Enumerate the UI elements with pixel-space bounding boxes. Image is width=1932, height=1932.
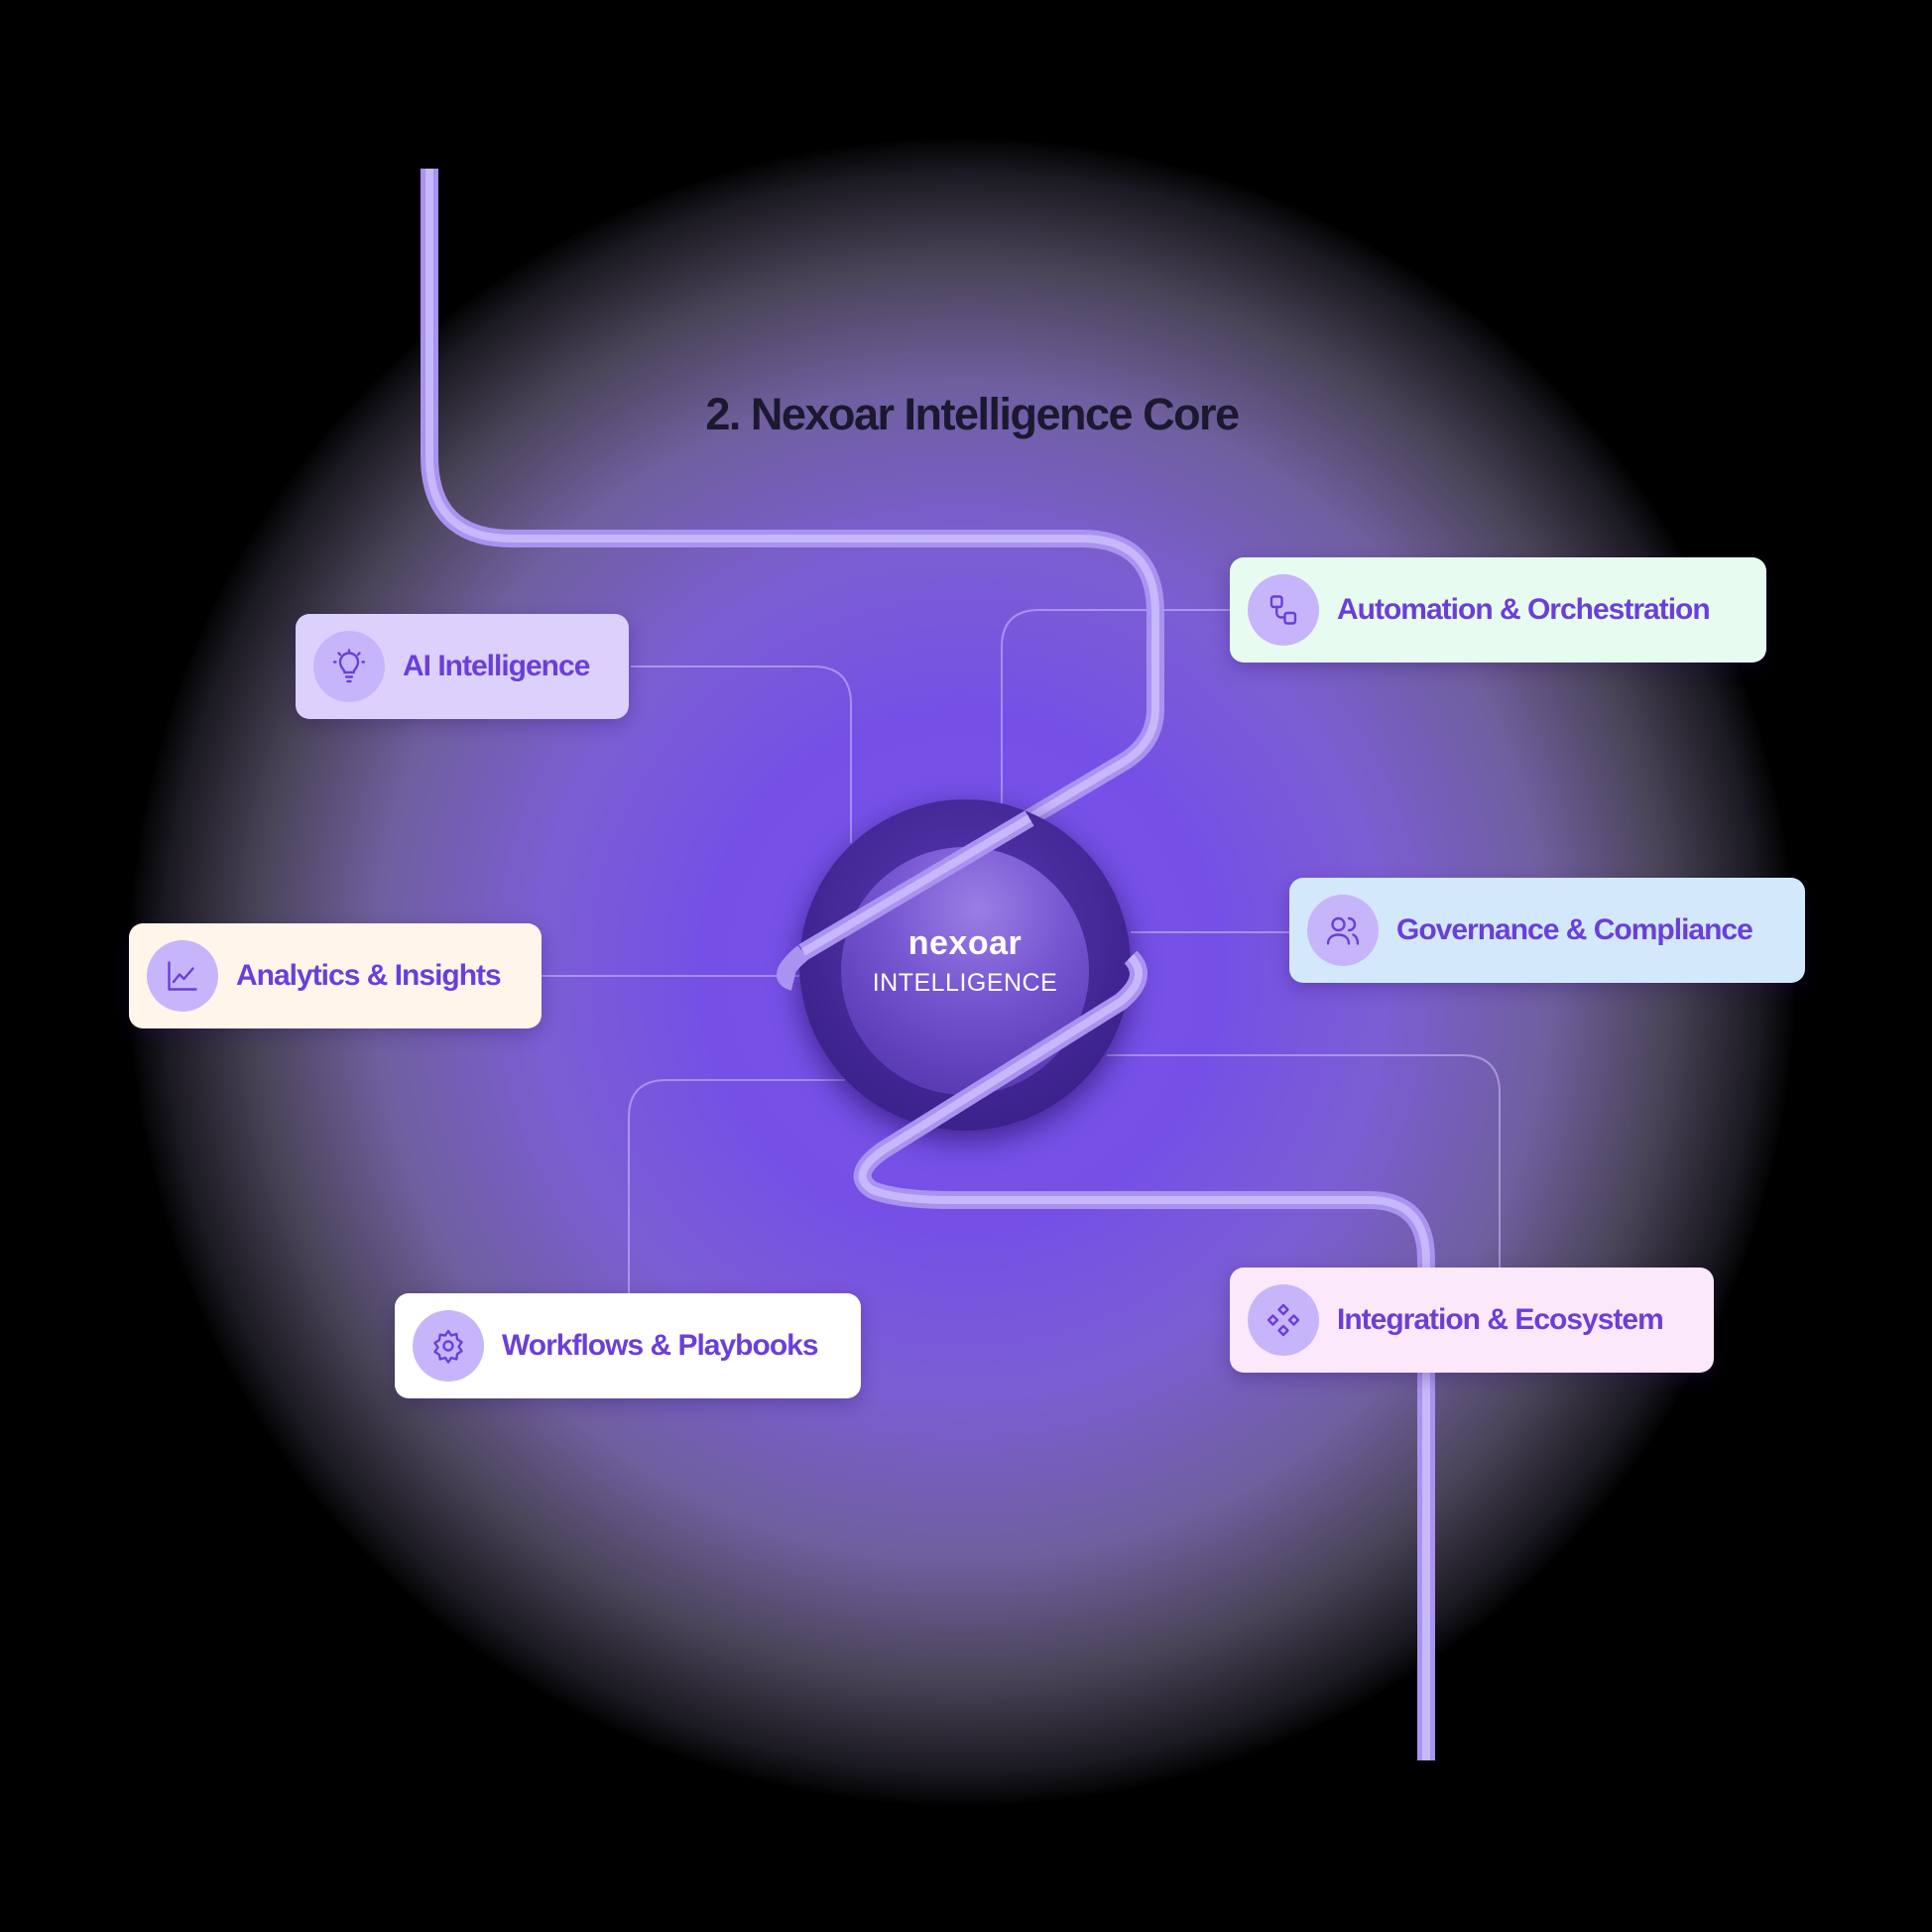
diamond-grid-icon <box>1248 1284 1319 1356</box>
line-chart-icon <box>147 940 218 1012</box>
module-label: AI Intelligence <box>403 650 590 682</box>
users-icon <box>1307 895 1379 966</box>
connector-automation <box>1001 609 1230 803</box>
diagram-title: 2. Nexoar Intelligence Core <box>705 389 1240 439</box>
connector-integration <box>1107 1054 1501 1269</box>
module-card-ai[interactable]: AI Intelligence <box>296 614 629 719</box>
module-card-automation[interactable]: Automation & Orchestration <box>1230 557 1766 663</box>
intelligence-core: nexoar INTELLIGENCE <box>799 799 1131 1131</box>
module-card-integration[interactable]: Integration & Ecosystem <box>1230 1268 1714 1373</box>
gear-icon <box>413 1310 484 1382</box>
module-label: Governance & Compliance <box>1396 913 1753 946</box>
module-label: Workflows & Playbooks <box>502 1329 819 1362</box>
module-label: Analytics & Insights <box>236 959 502 992</box>
module-label: Integration & Ecosystem <box>1337 1303 1664 1336</box>
core-subtitle: INTELLIGENCE <box>872 969 1058 997</box>
module-label: Automation & Orchestration <box>1337 593 1711 626</box>
flow-nodes-icon <box>1248 574 1319 646</box>
connector-workflows <box>628 1079 845 1293</box>
module-card-governance[interactable]: Governance & Compliance <box>1289 878 1805 983</box>
core-brand: nexoar <box>907 924 1023 962</box>
module-card-analytics[interactable]: Analytics & Insights <box>129 923 542 1028</box>
connector-ai <box>631 665 852 843</box>
lightbulb-icon <box>313 631 385 702</box>
module-card-workflows[interactable]: Workflows & Playbooks <box>395 1293 861 1398</box>
